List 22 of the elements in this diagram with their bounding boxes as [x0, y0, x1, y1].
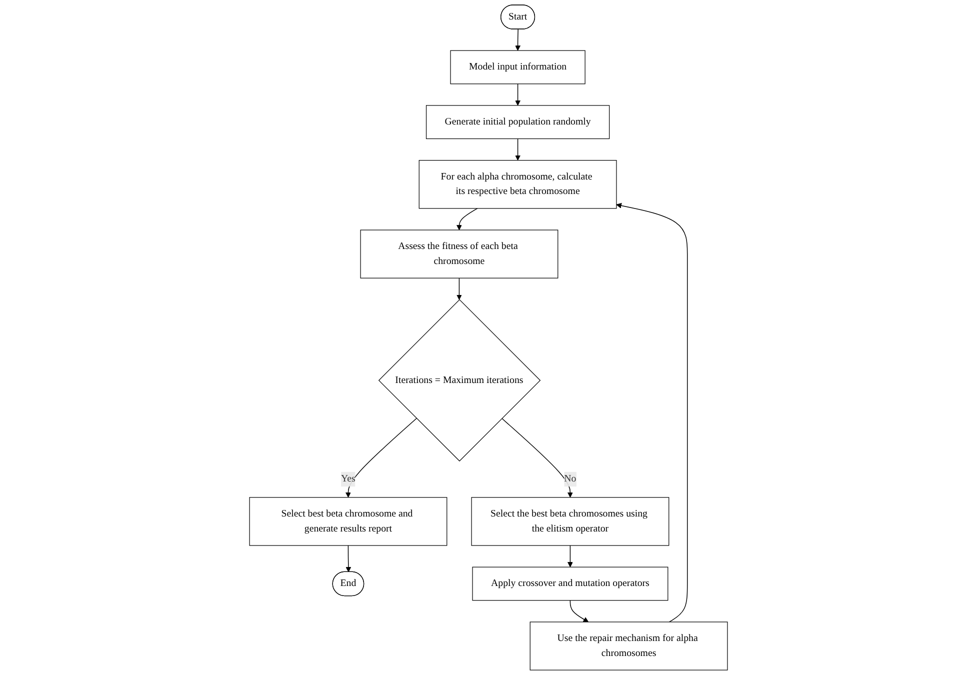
edge-label: No — [564, 474, 576, 484]
arrow — [346, 545, 352, 572]
edge-label: Yes — [341, 474, 356, 484]
node-box: Apply crossover and mutation operators — [472, 566, 668, 601]
arrow — [515, 84, 520, 106]
arrow — [456, 208, 478, 230]
node-box: Assess the fitness of each beta chromosome — [360, 230, 558, 278]
arrow — [346, 418, 417, 498]
arrow — [456, 278, 462, 300]
arrow — [568, 545, 573, 568]
node-box: Use the repair mechanism for alpha chromosomes — [530, 622, 728, 670]
node-box: Select best beta chromosome and generate results report — [249, 497, 448, 546]
node-diamond: Iterations = Maximum iterations — [378, 299, 541, 462]
node-box: Select the best beta chromosomes using the elitism operator — [471, 497, 670, 546]
arrow — [515, 138, 520, 161]
arrow — [570, 600, 589, 622]
arrow — [515, 28, 520, 51]
node-box: Model input information — [450, 50, 586, 84]
arrow — [616, 202, 688, 622]
node-box: For each alpha chromosome, calculate its respective beta chromosome — [418, 160, 617, 209]
arrow — [502, 418, 573, 498]
node-box: Generate initial population randomly — [426, 105, 610, 140]
